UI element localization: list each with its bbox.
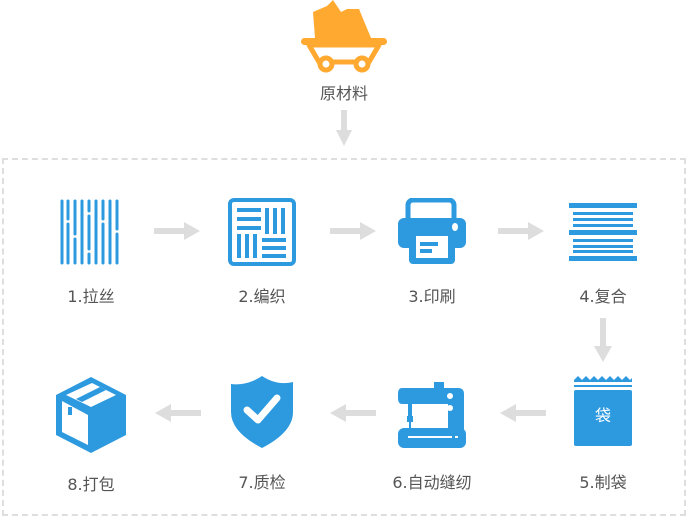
- arrow-right-icon: [330, 222, 376, 240]
- arrow-left-icon: [500, 404, 546, 422]
- layers-icon: [569, 203, 637, 261]
- weave-icon: [228, 198, 296, 266]
- arrow-left-icon: [155, 404, 201, 422]
- arrow-left-icon: [330, 404, 376, 422]
- step-8-label: 8.打包: [67, 475, 115, 494]
- bag-text: 袋: [594, 406, 611, 425]
- box-icon: [56, 377, 126, 453]
- bag-icon: 袋: [574, 376, 632, 446]
- step-1-label: 1.拉丝: [67, 287, 115, 306]
- yarn-lines-icon: [60, 199, 119, 265]
- step-5-label: 5.制袋: [579, 473, 627, 492]
- sewing-machine-icon: [398, 382, 466, 448]
- raw-material-label: 原材料: [319, 84, 368, 103]
- step-4-label: 4.复合: [579, 287, 627, 306]
- step-2-label: 2.编织: [238, 287, 286, 306]
- step-6-label: 6.自动缝纫: [392, 473, 472, 492]
- shield-check-icon: [231, 376, 293, 448]
- printer-icon: [398, 198, 466, 264]
- process-frame: [2, 158, 686, 516]
- arrow-right-icon: [498, 222, 544, 240]
- mine-cart-icon: [301, 0, 387, 73]
- step-7-label: 7.质检: [238, 473, 286, 492]
- arrow-down-icon: [594, 318, 612, 362]
- arrow-right-icon: [154, 222, 200, 240]
- arrow-down-icon: [336, 110, 352, 146]
- step-3-label: 3.印刷: [408, 287, 456, 306]
